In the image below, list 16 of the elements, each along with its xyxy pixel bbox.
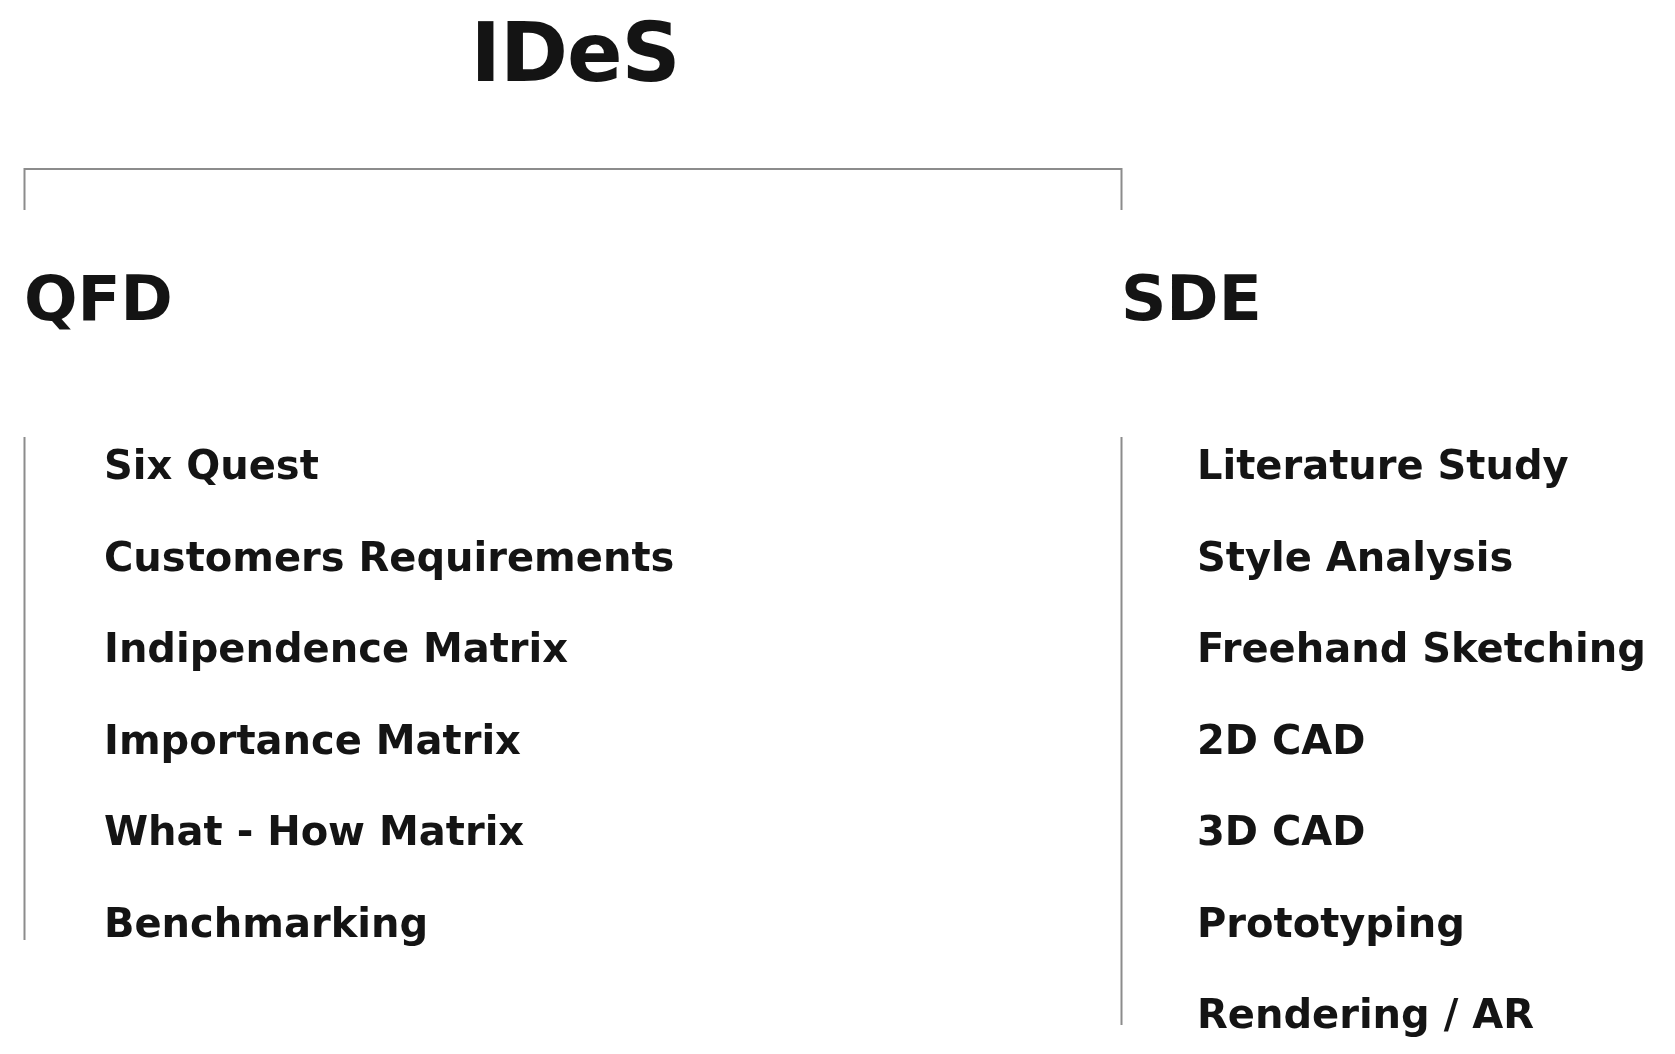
list-item-label: Style Analysis: [1197, 532, 1514, 581]
column-heading: QFD: [24, 261, 173, 337]
list-item-label: Indipendence Matrix: [104, 624, 569, 672]
list-item-label: Literature Study: [1197, 441, 1569, 489]
list-item-label: What - How Matrix: [104, 807, 525, 855]
list-item-label: Benchmarking: [104, 898, 429, 947]
list-item-label: 2D CAD: [1197, 715, 1366, 764]
list-item-label: Freehand Sketching: [1197, 624, 1646, 672]
list-item-label: Customers Requirements: [104, 532, 675, 581]
list-item-label: Rendering / AR: [1197, 990, 1534, 1038]
diagram-title: IDeS: [470, 4, 680, 102]
column-heading: SDE: [1121, 261, 1262, 337]
list-item-label: Importance Matrix: [104, 715, 521, 764]
list-item-label: Prototyping: [1197, 898, 1465, 947]
list-item-label: Six Quest: [104, 441, 319, 489]
list-item-label: 3D CAD: [1197, 807, 1366, 855]
